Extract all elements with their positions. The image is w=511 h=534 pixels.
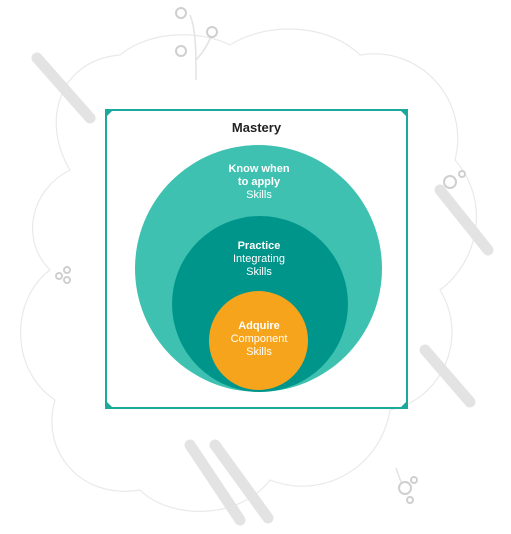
diagram-title: Mastery [231,120,282,135]
mastery-frame: Mastery Know when to apply Skills Practi… [105,109,408,409]
label-heading: Know when [228,163,290,175]
label-sub: Component [230,333,288,345]
label-sub: Integrating [233,253,285,265]
corner-marker-bottom-right [399,400,408,409]
deco-bar-3 [419,344,476,408]
deco-bar-5 [209,439,274,524]
circle-adquire [209,291,308,390]
corner-marker-top-left [105,109,114,118]
deco-bar-2 [434,184,494,256]
deco-bar-4 [184,439,246,526]
label-sub: Skills [246,189,272,201]
label-heading: to apply [237,176,281,188]
label-heading: Practice [237,240,281,252]
corner-marker-bottom-left [105,400,114,409]
label-heading: Adquire [238,320,280,332]
label-sub: Skills [246,266,272,278]
label-know-when-to-apply: Know when to apply Skills [189,163,329,202]
corner-marker-top-right [399,109,408,118]
label-adquire: Adquire Component Skills [189,320,329,359]
deco-bar-1 [31,52,96,124]
label-sub: Skills [246,346,272,358]
label-practice: Practice Integrating Skills [189,240,329,279]
